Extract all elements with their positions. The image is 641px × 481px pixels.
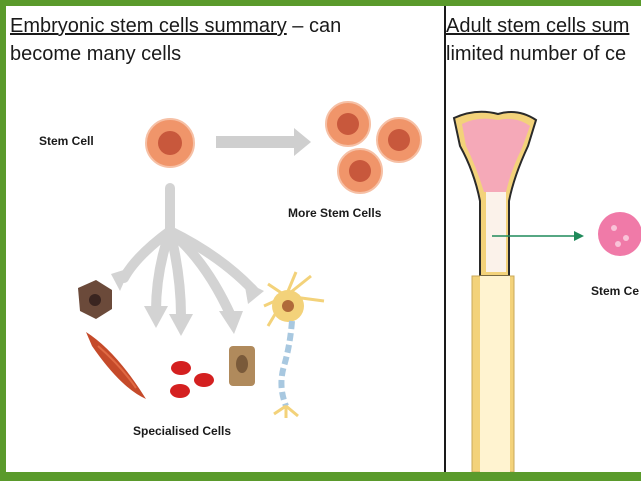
neuron-cell-icon: [263, 271, 325, 418]
brown-cell-icon: [78, 280, 112, 319]
arrow-right-icon: [216, 128, 311, 156]
slide: Embryonic stem cells summary – can becom…: [6, 6, 641, 472]
adult-stem-cell-icon: [598, 212, 641, 256]
adult-subtitle: limited number of ce: [446, 43, 627, 65]
green-arrow-icon: [492, 231, 584, 241]
embryonic-subtitle: become many cells: [10, 43, 182, 65]
more-stem-cells-label: More Stem Cells: [288, 206, 382, 220]
epithelial-cell-icon: [229, 346, 255, 386]
embryonic-heading: Embryonic stem cells summary – can becom…: [10, 12, 341, 68]
muscle-cell-icon: [86, 332, 146, 399]
illustration: [78, 101, 641, 472]
stem-cell-icon: [145, 118, 195, 168]
adult-title: Adult stem cells sum: [446, 15, 630, 37]
branch-arrowheads-icon: [111, 268, 264, 336]
embryonic-title-rest: – can: [286, 15, 342, 37]
bone-icon: [452, 110, 538, 472]
embryonic-title: Embryonic stem cells summary: [10, 15, 287, 37]
adult-stem-cell-label: Stem Ce: [591, 284, 640, 298]
panel-divider: [444, 6, 446, 472]
more-stem-cells-icon: [325, 101, 422, 194]
specialised-cells-label: Specialised Cells: [133, 424, 232, 438]
bottom-border: [0, 472, 641, 481]
branching-arrows-icon: [119, 183, 259, 321]
red-blood-cells-icon: [170, 361, 214, 398]
adult-heading: Adult stem cells sum limited number of c…: [446, 12, 629, 68]
stem-cell-label: Stem Cell: [39, 134, 94, 148]
